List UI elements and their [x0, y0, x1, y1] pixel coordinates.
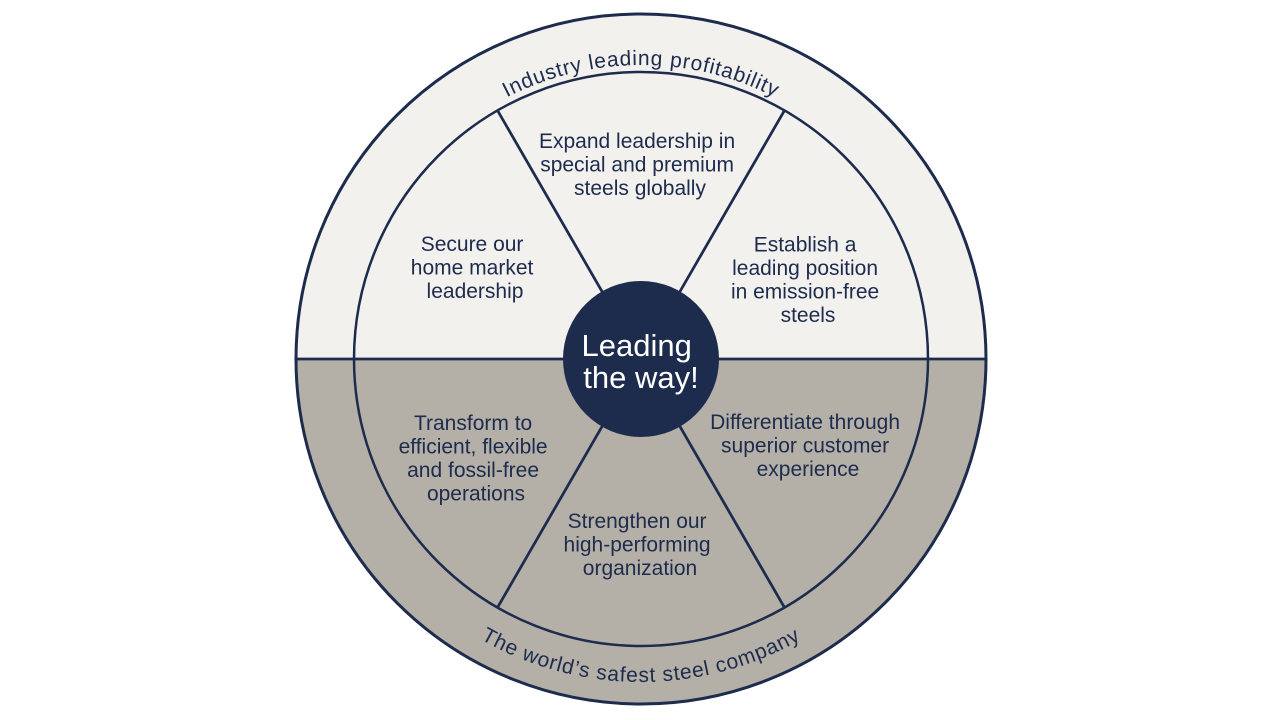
inner-circle — [352, 70, 930, 648]
wedge-text-lower-left: Transform to efficient, flexible and fos… — [399, 412, 554, 506]
wedge-text-bottom: Strengthen our high-performing organizat… — [564, 510, 717, 580]
center-circle-text: Leading the way! — [582, 328, 701, 395]
top-half-background — [296, 14, 986, 359]
outer-circle — [294, 12, 988, 706]
wedge-text-upper-right: Establish a leading position in emission… — [731, 234, 885, 328]
wedge-text-top: Expand leadership in special and premium… — [539, 130, 741, 200]
wedge-text-upper-left: Secure our home market leadership — [411, 233, 539, 303]
wedge-labels: Expand leadership in special and premium… — [399, 130, 906, 580]
bottom-half-background — [296, 359, 986, 704]
wedge-text-lower-right: Differentiate through superior customer … — [710, 411, 906, 481]
center-circle — [563, 281, 719, 437]
